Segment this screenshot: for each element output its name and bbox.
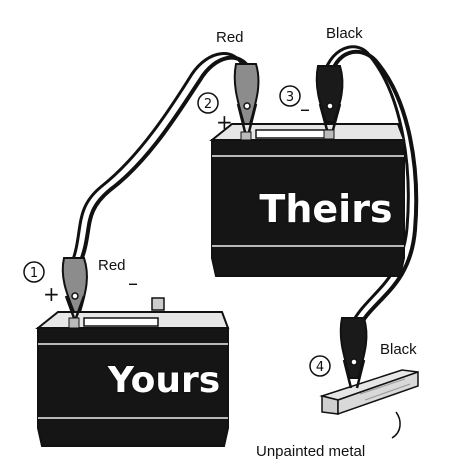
svg-text:2: 2 xyxy=(204,97,212,112)
step-marker-3: 3 xyxy=(279,85,301,107)
step-marker-4: 4 xyxy=(309,355,331,377)
battery-theirs: Theirs xyxy=(209,123,406,277)
black-clamp-theirs-negative xyxy=(315,65,344,131)
red-clamp-yours-positive xyxy=(61,257,88,319)
black-clamp-unpainted-metal xyxy=(339,317,368,389)
svg-text:1: 1 xyxy=(30,266,38,281)
step-marker-1: 1 xyxy=(23,261,45,283)
battery-theirs-label: Theirs xyxy=(259,187,392,231)
label-red-top: Red xyxy=(216,29,244,46)
plus-symbol-theirs: + xyxy=(216,110,233,134)
unpainted-metal-leader xyxy=(391,411,401,439)
red-jumper-cable-strand xyxy=(68,52,246,269)
battery-yours-negative-post xyxy=(151,297,165,311)
svg-text:4: 4 xyxy=(316,360,324,375)
battery-theirs-negative-post xyxy=(323,129,335,140)
label-red-left: Red xyxy=(98,257,126,274)
battery-yours: Yours xyxy=(35,297,230,447)
battery-theirs-positive-post xyxy=(240,131,252,141)
red-jumper-cable xyxy=(76,55,252,269)
red-clamp-theirs-positive xyxy=(233,63,260,133)
label-black-bottom: Black xyxy=(380,341,417,358)
label-unpainted-metal: Unpainted metal xyxy=(256,443,365,460)
battery-yours-vent xyxy=(83,317,159,327)
battery-theirs-vent xyxy=(255,129,333,139)
svg-text:3: 3 xyxy=(286,90,294,105)
plus-symbol-yours: + xyxy=(43,282,60,306)
black-jumper-cable xyxy=(328,49,419,331)
battery-theirs-body xyxy=(211,139,405,277)
battery-yours-body xyxy=(37,327,229,447)
minus-symbol-theirs: – xyxy=(300,97,310,121)
battery-yours-label: Yours xyxy=(107,360,220,401)
label-black-top: Black xyxy=(326,25,363,42)
minus-symbol-yours: – xyxy=(128,271,138,295)
step-marker-2: 2 xyxy=(197,92,219,114)
unpainted-metal-bracket xyxy=(319,369,419,416)
battery-yours-positive-post xyxy=(68,317,80,329)
